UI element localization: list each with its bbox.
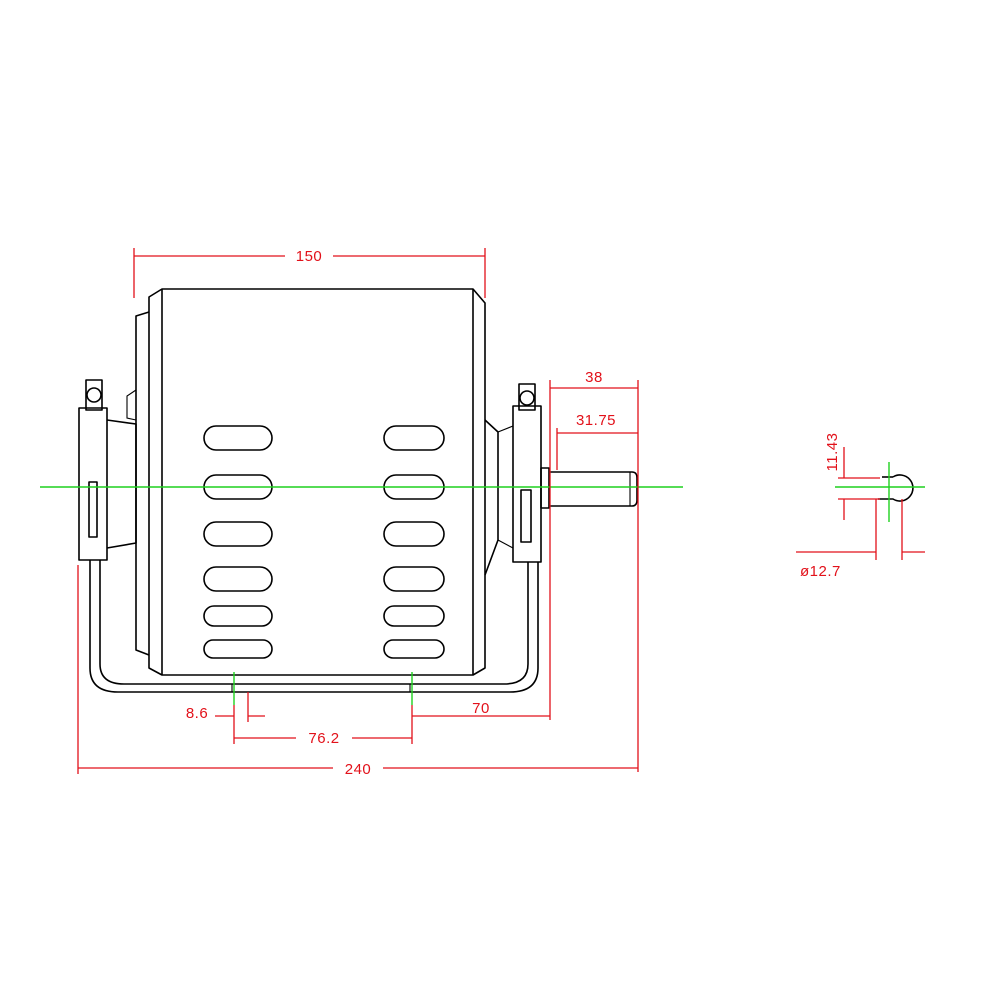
dimension-foot-hole-offset: 8.6 [186,692,265,722]
vent-slots-right [383,425,445,659]
shaft-end-view [878,474,914,502]
motor-body [126,288,486,676]
dim-label-8-6: 8.6 [186,705,208,722]
dimension-shaft-diameter: ø12.7 [796,499,925,580]
dimension-foot-hole-spacing: 76.2 [233,705,413,747]
dim-label-31-75: 31.75 [576,412,616,429]
dim-label-70: 70 [472,700,490,717]
dim-label-76-2: 76.2 [308,730,339,747]
vent-slots-left [203,425,273,659]
dimension-body-length: 150 [133,248,486,298]
dim-label-diameter: ø12.7 [800,563,841,580]
dim-label-150: 150 [296,248,323,265]
centerlines [40,462,925,705]
dimension-flat-offset: 11.43 [824,433,880,520]
dimension-overall-length: 240 [77,565,638,778]
dim-label-240: 240 [345,761,372,778]
dim-label-38: 38 [585,369,603,386]
motor-shaft [540,467,638,509]
dimension-shaft-length: 38 [549,369,639,772]
dimension-foot-to-shoulder: 70 [412,700,550,717]
left-mount-bracket [78,379,262,693]
dimension-shaft-key-length: 31.75 [556,412,638,470]
dim-label-11-43: 11.43 [824,433,841,472]
